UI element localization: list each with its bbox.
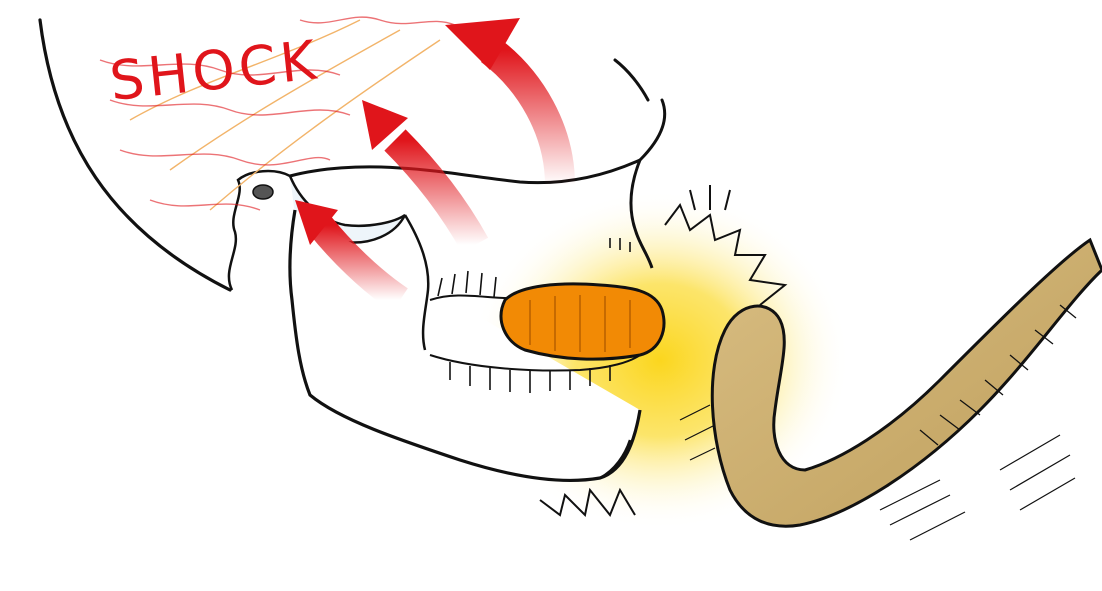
shock-label: SHOCK bbox=[107, 28, 323, 113]
mouthguard-icon bbox=[501, 284, 664, 359]
